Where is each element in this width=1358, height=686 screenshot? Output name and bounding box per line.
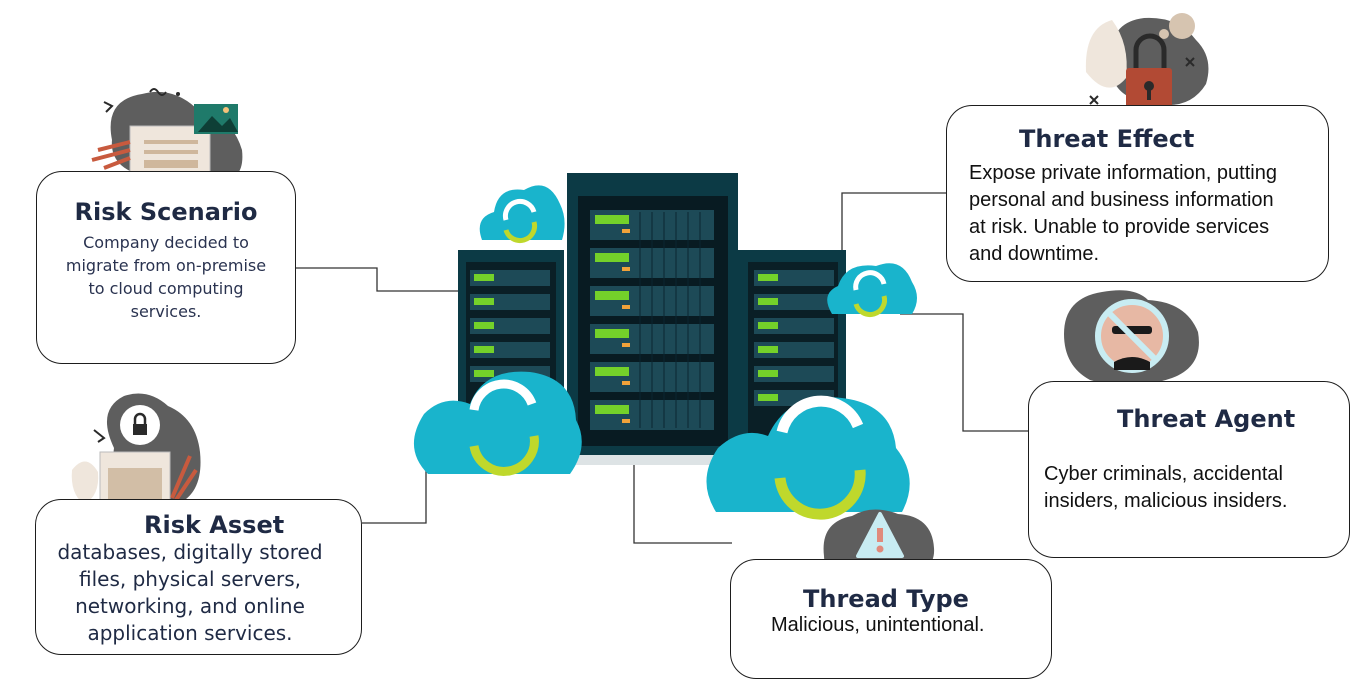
threat-agent-title: Threat Agent (1117, 405, 1296, 433)
risk-scenario-title: Risk Scenario (74, 198, 258, 226)
thread-type-card (730, 559, 1052, 679)
connector-risk-scenario (296, 267, 460, 292)
threat-effect-title: Threat Effect (1019, 125, 1195, 153)
cloud-large-right (706, 395, 910, 520)
thread-type-title: Thread Type (803, 585, 969, 613)
connector-lines (296, 192, 1028, 544)
connector-thread-type (633, 462, 732, 544)
risk-scenario-illustration (91, 88, 243, 181)
risk-asset-illustration (71, 393, 201, 511)
threat-effect-illustration (1085, 13, 1209, 114)
threat-agent-illustration (1064, 290, 1199, 386)
threat-agent-card (1028, 381, 1350, 558)
risk-scenario-card (36, 171, 296, 364)
connector-threat-effect (730, 192, 946, 255)
cloud-large-left (413, 371, 582, 476)
risk-asset-text: databases, digitally stored files, physi… (57, 540, 323, 645)
cloud-small-right (827, 263, 917, 318)
threat-effect-text: Expose private information, putting pers… (969, 162, 1277, 265)
threat-agent-text: Cyber criminals, accidental insiders, ma… (1044, 463, 1288, 512)
connector-threat-agent (900, 313, 1028, 432)
cloud-small-left (479, 185, 565, 244)
threat-effect-card (946, 105, 1329, 282)
server-center (567, 173, 738, 465)
risk-asset-card (35, 499, 362, 655)
risk-asset-title: Risk Asset (144, 511, 285, 539)
thread-type-text: Malicious, unintentional. (771, 614, 985, 636)
risk-scenario-text: Company decided to migrate from on-premi… (65, 233, 267, 321)
